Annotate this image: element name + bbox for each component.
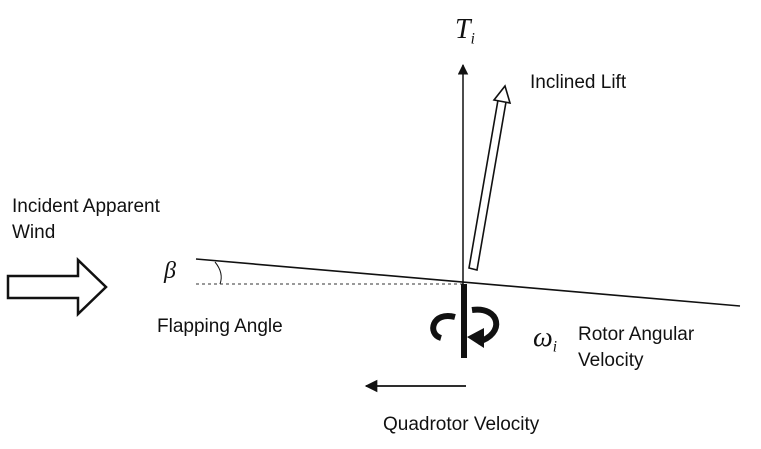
- inclined-lift-arrow: [468, 84, 512, 271]
- angular-velocity-symbol-base: ω: [533, 322, 553, 353]
- incident-wind-label-line1: Incident Apparent: [12, 196, 160, 217]
- thrust-symbol: Ti: [455, 14, 475, 48]
- flapping-angle-symbol: β: [164, 258, 176, 284]
- rotor-shaft: [461, 284, 467, 358]
- rotor-angular-velocity-line2: Velocity: [578, 349, 644, 371]
- incident-wind-arrow: [6, 257, 108, 317]
- thrust-symbol-base: T: [455, 14, 471, 45]
- incident-wind-label-line2: Wind: [12, 221, 56, 243]
- inclined-lift-label: Inclined Lift: [530, 72, 627, 93]
- flapping-angle-arc: [214, 261, 222, 285]
- angular-velocity-symbol: ωi: [533, 322, 557, 356]
- rotor-disk-line: [195, 258, 741, 307]
- quadrotor-velocity-label: Quadrotor Velocity: [383, 414, 540, 435]
- rotor-angular-velocity-label: Rotor Angular Velocity: [578, 322, 694, 373]
- rotation-arrow: [430, 306, 500, 348]
- rotor-angular-velocity-line1: Rotor Angular: [578, 324, 695, 345]
- flapping-angle-label: Flapping Angle: [157, 316, 283, 337]
- thrust-symbol-sub: i: [470, 30, 475, 48]
- angular-velocity-symbol-sub: i: [552, 338, 558, 356]
- incident-wind-label: Incident Apparent Wind: [12, 194, 160, 245]
